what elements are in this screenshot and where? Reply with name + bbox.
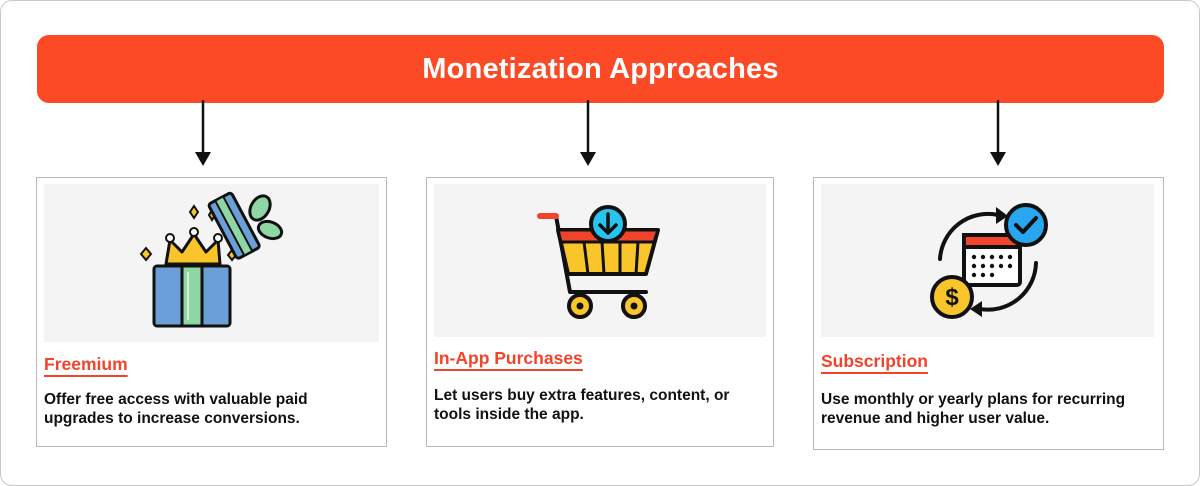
card-image-in-app-purchases (434, 184, 766, 337)
diagram-title: Monetization Approaches (422, 52, 779, 85)
gift-crown-icon (139, 191, 283, 328)
shopping-cart-download-icon (537, 204, 660, 319)
arrow-to-in-app-purchases (580, 100, 596, 166)
arrow-to-subscription (990, 100, 1006, 166)
card-title-in-app-purchases: In-App Purchases (434, 348, 583, 368)
card-title-subscription: Subscription (821, 351, 928, 371)
card-freemium: Freemium Offer free access with valuable… (36, 177, 387, 447)
svg-text:$: $ (945, 284, 959, 311)
card-image-freemium (44, 184, 379, 342)
card-subscription: $ Subscription Use monthly or yearly pla… (813, 177, 1164, 450)
header-banner: Monetization Approaches (37, 35, 1164, 103)
card-title-freemium: Freemium (44, 354, 128, 374)
card-description-in-app-purchases: Let users buy extra features, content, o… (434, 387, 730, 423)
card-description-subscription: Use monthly or yearly plans for recurrin… (821, 391, 1126, 427)
card-image-subscription: $ (821, 184, 1154, 337)
arrow-to-freemium (195, 100, 211, 166)
calendar-renewal-icon: $ (929, 202, 1048, 319)
card-description-freemium: Offer free access with valuable paid upg… (44, 391, 308, 427)
card-in-app-purchases: In-App Purchases Let users buy extra fea… (426, 177, 774, 447)
